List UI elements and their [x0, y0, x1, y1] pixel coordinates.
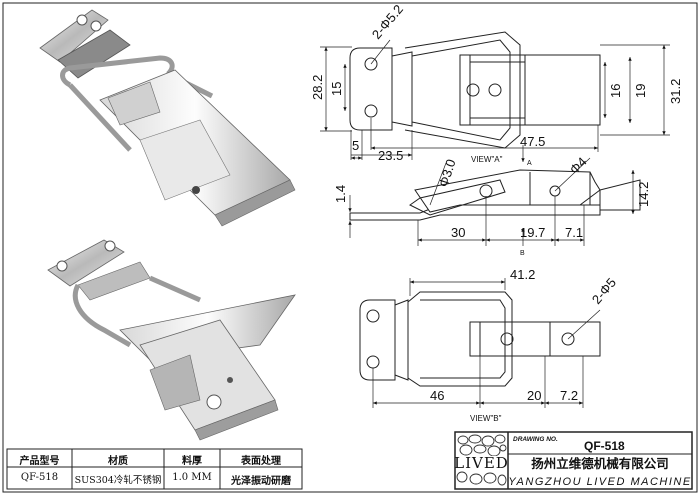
dim-bot-46: 46 — [430, 388, 444, 403]
spec-table-grid — [6, 448, 303, 490]
dim-d-23-5: 23.5 — [378, 148, 403, 163]
logo-text: LIVED — [454, 454, 509, 472]
dim-bot-holes: 2-Φ5 — [589, 275, 619, 307]
top-view — [349, 31, 601, 149]
dim-top-hole: 2-Φ5.2 — [369, 2, 406, 42]
dim-h-16: 16 — [608, 84, 623, 98]
dim-side-7-1: 7.1 — [565, 225, 583, 240]
company-name-en: YANGZHOU LIVED MACHINE — [508, 476, 691, 488]
spec-header-surface: 表面处理 — [241, 456, 281, 467]
side-view-dims — [348, 145, 635, 246]
view-b-label: VIEW"B" — [470, 414, 502, 423]
side-view — [349, 169, 641, 221]
dim-h-31-2: 31.2 — [668, 79, 683, 104]
dim-bot-41-2: 41.2 — [510, 267, 535, 282]
drawing-no-value: QF-518 — [584, 439, 625, 453]
spec-header-material: 材质 — [108, 456, 128, 467]
spec-value-thickness: 1.0 MM — [172, 472, 212, 483]
spec-value-model: QF-518 — [20, 472, 59, 483]
lived-logo: LIVED — [454, 434, 509, 487]
spec-header-thickness: 料厚 — [182, 456, 202, 467]
dim-side-19-7: 19.7 — [520, 225, 545, 240]
view-a-label: VIEW"A" — [471, 155, 503, 164]
spec-value-surface: 光泽振动研磨 — [231, 476, 291, 487]
company-name-cn: 扬州立维德机械有限公司 — [531, 456, 669, 471]
bottom-view-dims — [372, 278, 601, 408]
bottom-view — [359, 291, 601, 387]
title-block-grid — [454, 431, 693, 490]
top-view-dims — [320, 39, 670, 160]
dim-bot-7-2: 7.2 — [560, 388, 578, 403]
dim-h-19: 19 — [633, 84, 648, 98]
arrow-a-label: A — [527, 160, 532, 167]
latch-photo-closed — [39, 9, 296, 227]
dim-d-47-5: 47.5 — [520, 134, 545, 149]
dim-bot-20: 20 — [527, 388, 541, 403]
dim-d-5: 5 — [352, 138, 359, 153]
dim-h-15: 15 — [329, 82, 344, 96]
dim-h-28-2: 28.2 — [310, 75, 325, 100]
dim-side-30: 30 — [451, 225, 465, 240]
dim-side-1-4: 1.4 — [333, 185, 348, 203]
latch-photo-open — [47, 239, 296, 441]
spec-value-material: SUS304冷轧不锈钢 — [74, 475, 162, 486]
arrow-b-label: B — [520, 250, 525, 257]
spec-header-model: 产品型号 — [19, 456, 60, 467]
dim-side-14-2: 14.2 — [636, 182, 651, 207]
drawing-no-label: DRAWING NO. — [513, 436, 558, 443]
